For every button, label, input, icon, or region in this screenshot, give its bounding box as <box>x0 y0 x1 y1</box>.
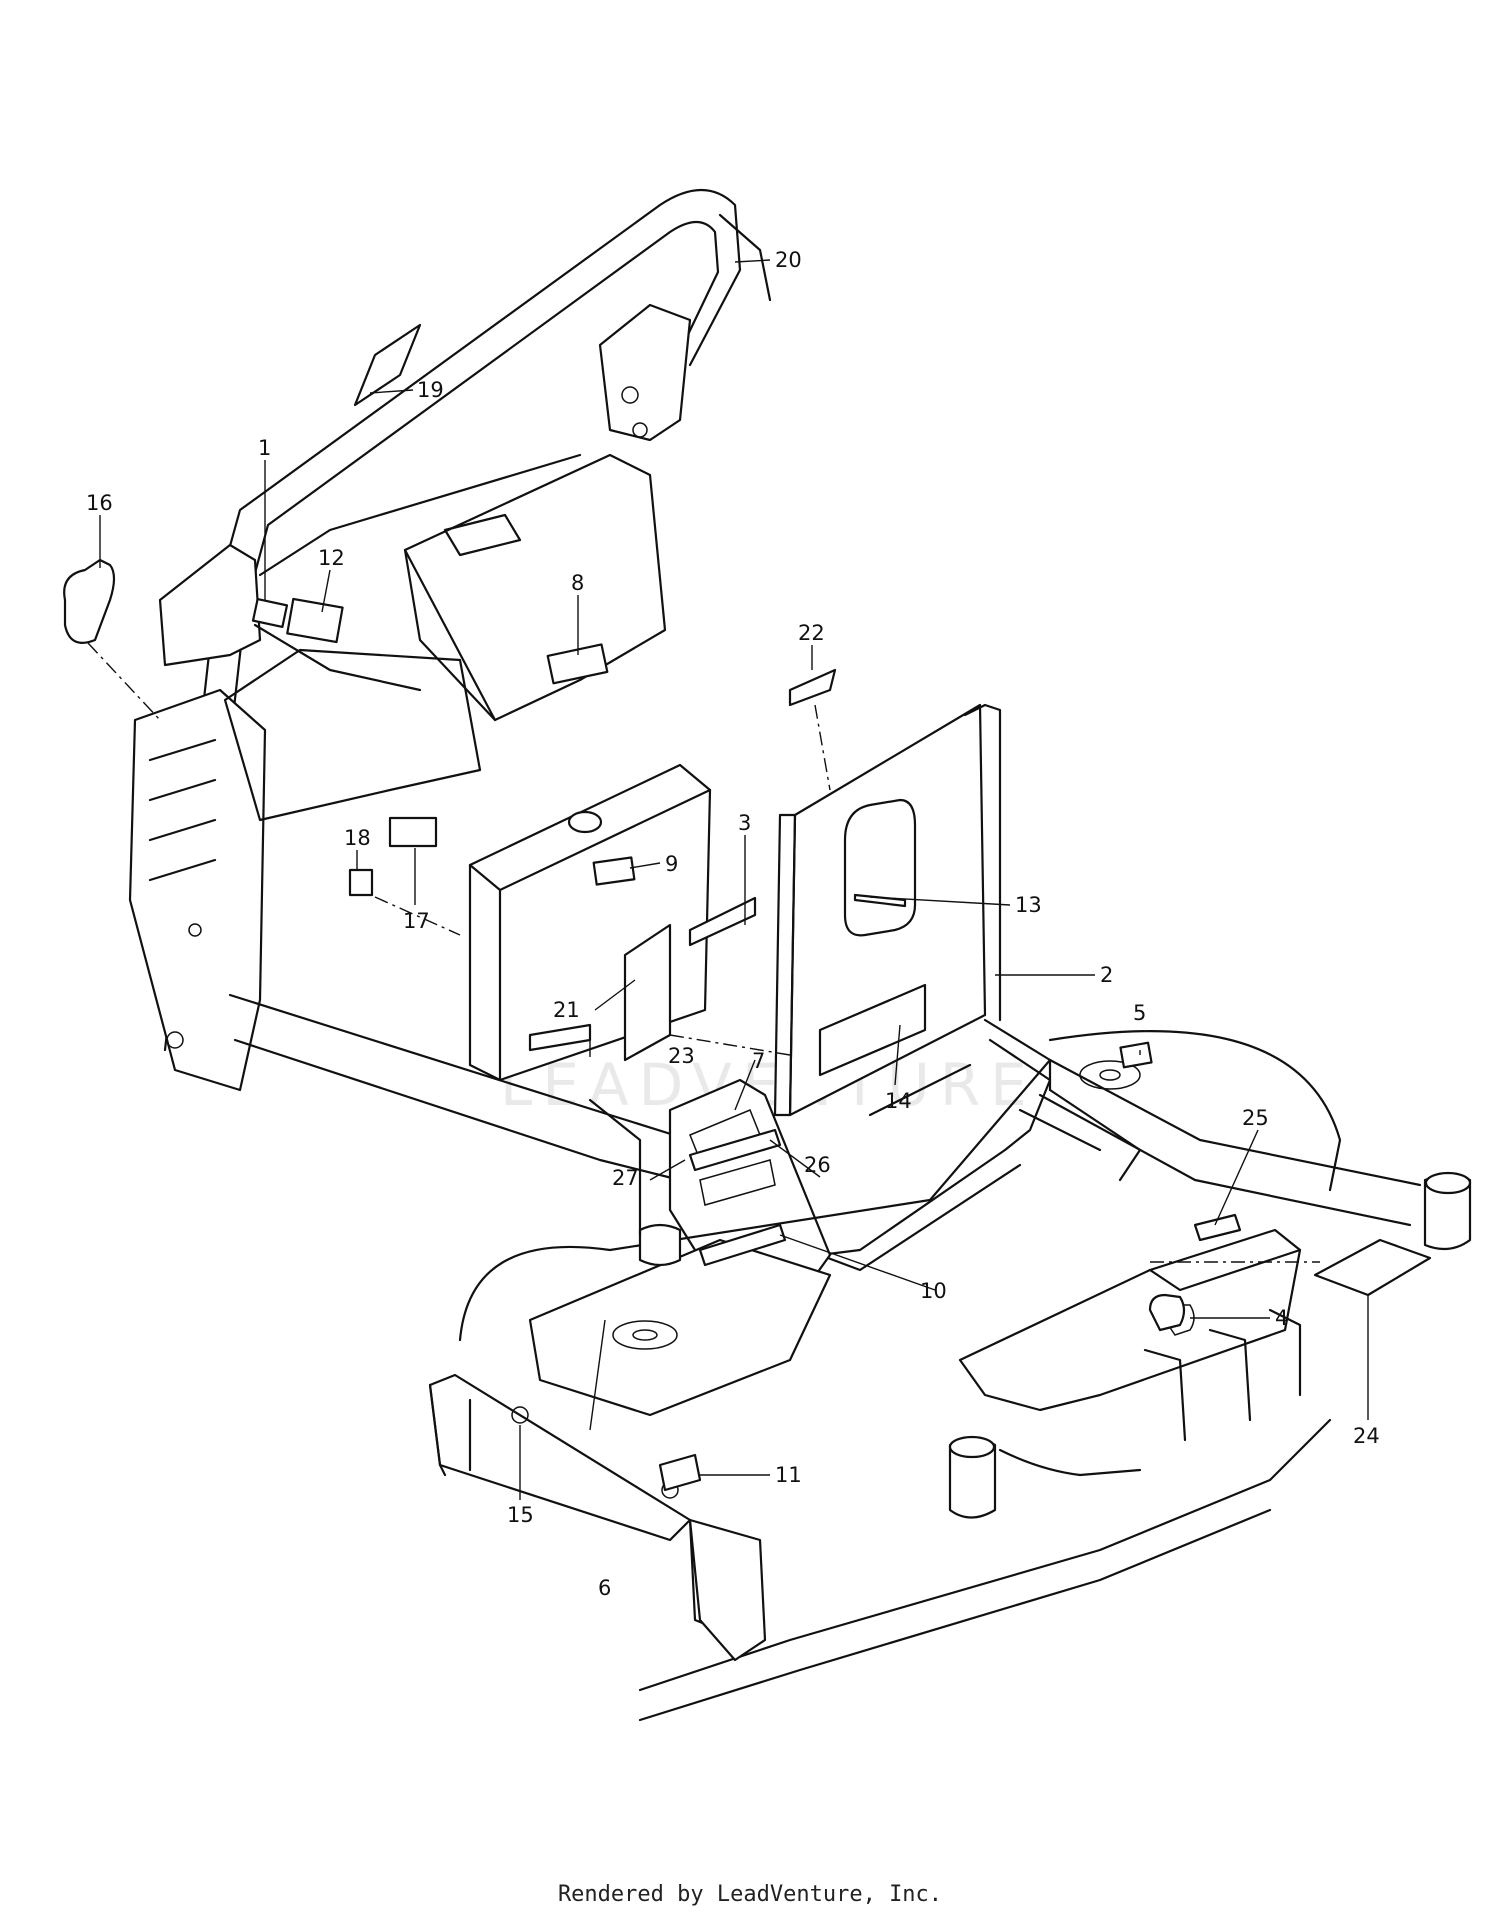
decal-25-shape <box>1193 1213 1242 1242</box>
mower-deck <box>458 1030 1342 1722</box>
callout-26: 26 <box>804 1153 831 1177</box>
rops-roll-bar <box>163 188 772 1057</box>
decal-12-shape <box>286 597 344 644</box>
callout-27: 27 <box>612 1166 639 1190</box>
callout-15: 15 <box>507 1503 534 1527</box>
decal-1-shape <box>251 598 289 628</box>
main-frame <box>228 993 1472 1251</box>
callout-14: 14 <box>885 1089 912 1113</box>
callout-4: 4 <box>1275 1306 1288 1330</box>
decal-16-shape <box>63 558 116 644</box>
callout-16: 16 <box>86 491 113 515</box>
decal-11-shape <box>658 1453 702 1492</box>
decal-24-shape <box>1313 1238 1432 1297</box>
rear-hood <box>223 453 582 822</box>
decal-9-shape <box>592 856 636 886</box>
callout-20: 20 <box>775 248 802 272</box>
callout-19: 19 <box>417 378 444 402</box>
callout-1: 1 <box>258 436 271 460</box>
decal-8-shape <box>546 643 609 685</box>
decal-10-shape <box>698 1223 787 1267</box>
front-axle-pivot <box>588 1098 682 1267</box>
decal-26-shape <box>688 1128 782 1172</box>
callout-3: 3 <box>738 811 751 835</box>
decal-22-shape <box>788 668 837 707</box>
placement-lines <box>87 642 1320 1263</box>
callout-9: 9 <box>665 852 678 876</box>
right-rops-hinge <box>598 303 692 442</box>
decal-17-shape <box>388 816 438 848</box>
callout-12: 12 <box>318 546 345 570</box>
callout-25: 25 <box>1242 1106 1269 1130</box>
decal-3-shape <box>688 896 757 947</box>
callout-11: 11 <box>775 1463 802 1487</box>
callout-22: 22 <box>798 621 825 645</box>
callout-8: 8 <box>571 571 584 595</box>
callout-labels: 1 2 3 4 5 6 7 8 9 10 11 12 13 14 15 16 1… <box>86 248 1380 1600</box>
callout-18: 18 <box>344 826 371 850</box>
callout-10: 10 <box>920 1279 947 1303</box>
callout-24: 24 <box>1353 1424 1380 1448</box>
decal-14-shape <box>818 983 927 1077</box>
decals <box>63 323 1432 1492</box>
front-bumper <box>428 1373 767 1662</box>
callout-2: 2 <box>1100 963 1113 987</box>
decal-4-shape <box>1148 1293 1186 1332</box>
front-caster <box>948 1435 997 1519</box>
callout-23: 23 <box>668 1044 695 1068</box>
callout-5: 5 <box>1133 1001 1146 1025</box>
decal-19-shape <box>353 323 422 407</box>
decal-5-shape <box>1119 1041 1153 1069</box>
left-rops-mount <box>128 543 267 1092</box>
callout-17: 17 <box>403 909 430 933</box>
callout-7: 7 <box>752 1049 765 1073</box>
decal-18-shape <box>348 868 374 897</box>
leader-lines <box>99 259 1369 1500</box>
callout-13: 13 <box>1015 893 1042 917</box>
callout-21: 21 <box>553 998 580 1022</box>
callout-6: 6 <box>598 1576 611 1600</box>
footer-credit: Rendered by LeadVenture, Inc. <box>557 1882 943 1907</box>
right-fender <box>958 1228 1302 1412</box>
